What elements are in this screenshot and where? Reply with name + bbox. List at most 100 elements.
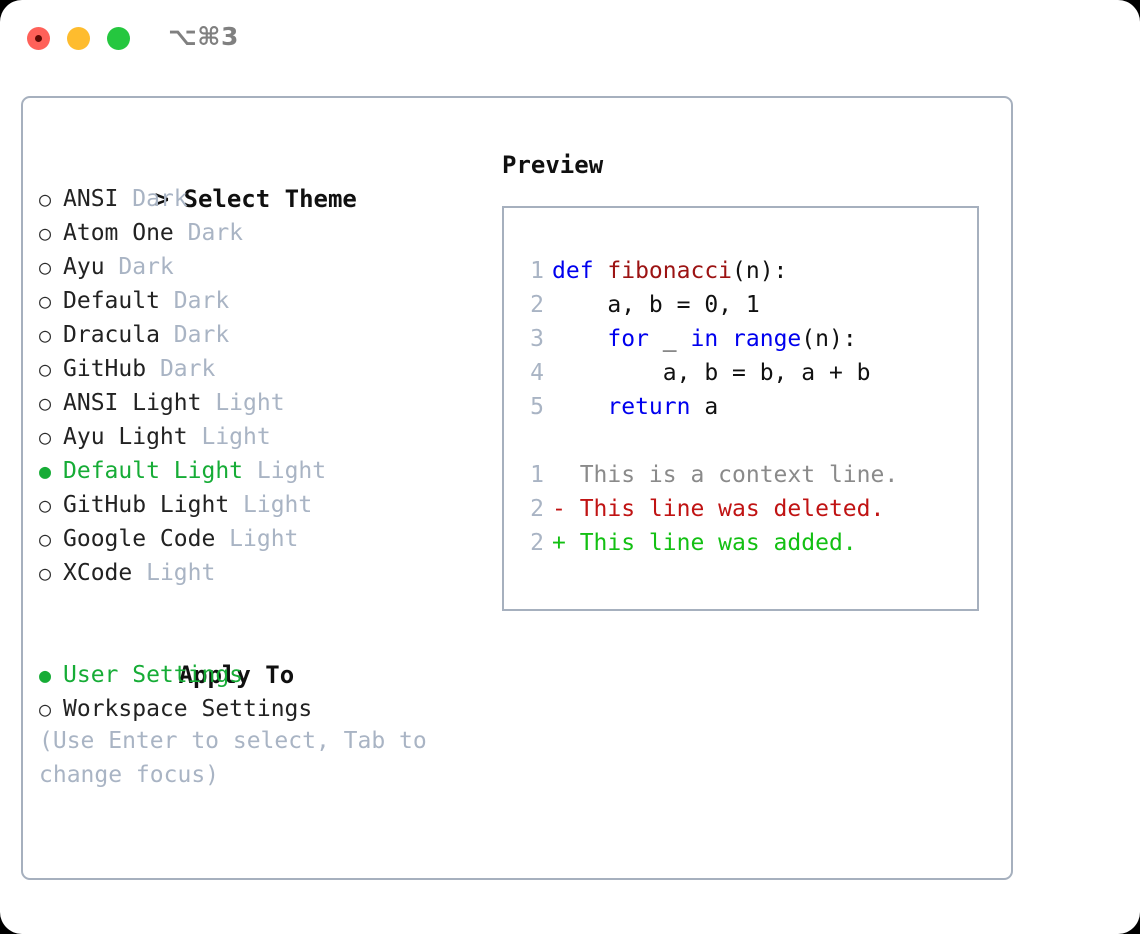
code-line: 2 a, b = 0, 1 xyxy=(522,288,971,322)
radio-unselected-icon[interactable]: ○ xyxy=(39,561,52,585)
code-token: - This line was deleted. xyxy=(552,496,885,522)
radio-unselected-icon[interactable]: ○ xyxy=(39,697,52,721)
theme-variant-badge: Dark xyxy=(173,288,230,314)
radio-selected-icon[interactable]: ● xyxy=(39,459,52,483)
line-number: 3 xyxy=(530,326,544,352)
radio-unselected-icon[interactable]: ○ xyxy=(39,221,52,245)
help-hint-text: (Use Enter to select, Tab to change focu… xyxy=(39,724,459,792)
code-line: 2 + This line was added. xyxy=(522,526,971,560)
line-number: 5 xyxy=(530,394,544,420)
code-token xyxy=(552,394,607,420)
theme-name-label: Atom One xyxy=(63,220,188,246)
theme-name-label: Google Code xyxy=(63,526,230,552)
code-token: (n): xyxy=(801,326,857,352)
radio-unselected-icon[interactable]: ○ xyxy=(39,527,52,551)
theme-list-item[interactable]: ● Default Light Light xyxy=(39,454,479,488)
code-token xyxy=(552,428,566,454)
code-line: 1 def fibonacci(n): xyxy=(522,254,971,288)
theme-variant-badge: Light xyxy=(215,390,285,416)
code-line: 3 for _ in range(n): xyxy=(522,322,971,356)
radio-unselected-icon[interactable]: ○ xyxy=(39,289,52,313)
theme-name-label: Ayu xyxy=(63,254,119,280)
theme-list-item[interactable]: ○ GitHub Light Light xyxy=(39,488,479,522)
theme-variant-badge: Light xyxy=(229,526,299,552)
code-line xyxy=(522,424,971,458)
theme-list-item[interactable]: ○ Atom One Dark xyxy=(39,216,479,250)
theme-name-label: XCode xyxy=(63,560,147,586)
theme-list-item[interactable]: ○ XCode Light xyxy=(39,556,479,590)
theme-list-item[interactable]: ○GitHub Dark xyxy=(39,352,479,386)
code-token: _ xyxy=(648,326,691,352)
code-token: range xyxy=(732,326,802,352)
apply-to-label: Workspace Settings xyxy=(63,696,313,722)
theme-name-label: GitHub Light xyxy=(63,492,244,518)
code-token: def xyxy=(552,258,608,284)
code-line: 5 return a xyxy=(522,390,971,424)
radio-selected-icon[interactable]: ● xyxy=(39,663,52,687)
minimize-window-button[interactable] xyxy=(67,27,90,50)
theme-list-item[interactable]: ○ ANSI Light Light xyxy=(39,386,479,420)
maximize-window-button[interactable] xyxy=(107,27,130,50)
code-token: This is a context line. xyxy=(552,462,899,488)
select-theme-heading-label: > Select Theme xyxy=(154,185,357,213)
theme-variant-badge: Light xyxy=(201,424,271,450)
line-number: 4 xyxy=(530,360,544,386)
code-token: a xyxy=(690,394,719,420)
line-number: 2 xyxy=(530,496,544,522)
theme-variant-badge: Light xyxy=(243,492,313,518)
theme-list-item[interactable]: ○ Google Code Light xyxy=(39,522,479,556)
theme-name-label: ANSI xyxy=(63,186,133,212)
theme-list-item[interactable]: ○Dracula Dark xyxy=(39,318,479,352)
theme-list-item[interactable]: ○ ANSI Dark xyxy=(39,182,479,216)
line-number: 1 xyxy=(530,462,544,488)
theme-name-label: Default xyxy=(63,288,174,314)
titlebar-shortcut-label: ⌥⌘3 xyxy=(168,22,239,51)
select-theme-heading: > Select Theme xyxy=(39,148,479,213)
radio-unselected-icon[interactable]: ○ xyxy=(39,187,52,211)
code-token: return xyxy=(607,394,691,420)
theme-selector-panel: > Select Theme ○ANSI Dark○Atom One Dark○… xyxy=(39,148,479,726)
theme-variant-badge: Light xyxy=(256,458,327,484)
code-line: 1 This is a context line. xyxy=(522,458,971,492)
code-line: 4 a, b = b, a + b xyxy=(522,356,971,390)
radio-unselected-icon[interactable]: ○ xyxy=(39,425,52,449)
apply-to-list: ●User Settings ○ Workspace Settings xyxy=(39,658,479,726)
theme-list-item[interactable]: ○ Default Dark xyxy=(39,284,479,318)
code-line: 2 - This line was deleted. xyxy=(522,492,971,526)
apply-to-heading: ○Apply To xyxy=(39,624,479,689)
theme-variant-badge: Light xyxy=(146,560,216,586)
radio-unselected-icon[interactable]: ○ xyxy=(39,391,52,415)
code-token: fibonacci xyxy=(607,258,733,284)
code-token: + This line was added. xyxy=(552,530,857,556)
theme-list-item[interactable]: ○Ayu Light Light xyxy=(39,420,479,454)
radio-unselected-icon[interactable]: ○ xyxy=(39,357,52,381)
line-number: 2 xyxy=(530,530,544,556)
traffic-light-buttons xyxy=(27,27,130,50)
help-hint-line-2: change focus) xyxy=(39,762,220,788)
theme-name-label: ANSI Light xyxy=(63,390,216,416)
line-number: 2 xyxy=(530,292,544,318)
code-token: a, b = 0, 1 xyxy=(552,292,760,318)
apply-to-list-item[interactable]: ○ Workspace Settings xyxy=(39,692,479,726)
window-titlebar: ⌥⌘3 xyxy=(0,0,1140,76)
apply-to-list-item[interactable]: ●User Settings xyxy=(39,658,479,692)
theme-variant-badge: Dark xyxy=(132,186,188,212)
radio-unselected-icon[interactable]: ○ xyxy=(39,255,52,279)
help-hint-line-1: (Use Enter to select, Tab to xyxy=(39,728,427,754)
line-number: 1 xyxy=(530,258,544,284)
preview-heading: Preview xyxy=(502,151,604,179)
theme-name-label: Dracula xyxy=(63,322,174,348)
radio-unselected-icon[interactable]: ○ xyxy=(39,493,52,517)
radio-unselected-icon[interactable]: ○ xyxy=(39,323,52,347)
theme-list-item[interactable]: ○ Ayu Dark xyxy=(39,250,479,284)
theme-variant-badge: Dark xyxy=(118,254,174,280)
theme-variant-badge: Dark xyxy=(187,220,244,246)
theme-name-label: Default Light xyxy=(63,458,257,484)
code-token xyxy=(552,326,607,352)
close-window-button[interactable] xyxy=(27,27,50,50)
code-token: (n): xyxy=(732,258,788,284)
